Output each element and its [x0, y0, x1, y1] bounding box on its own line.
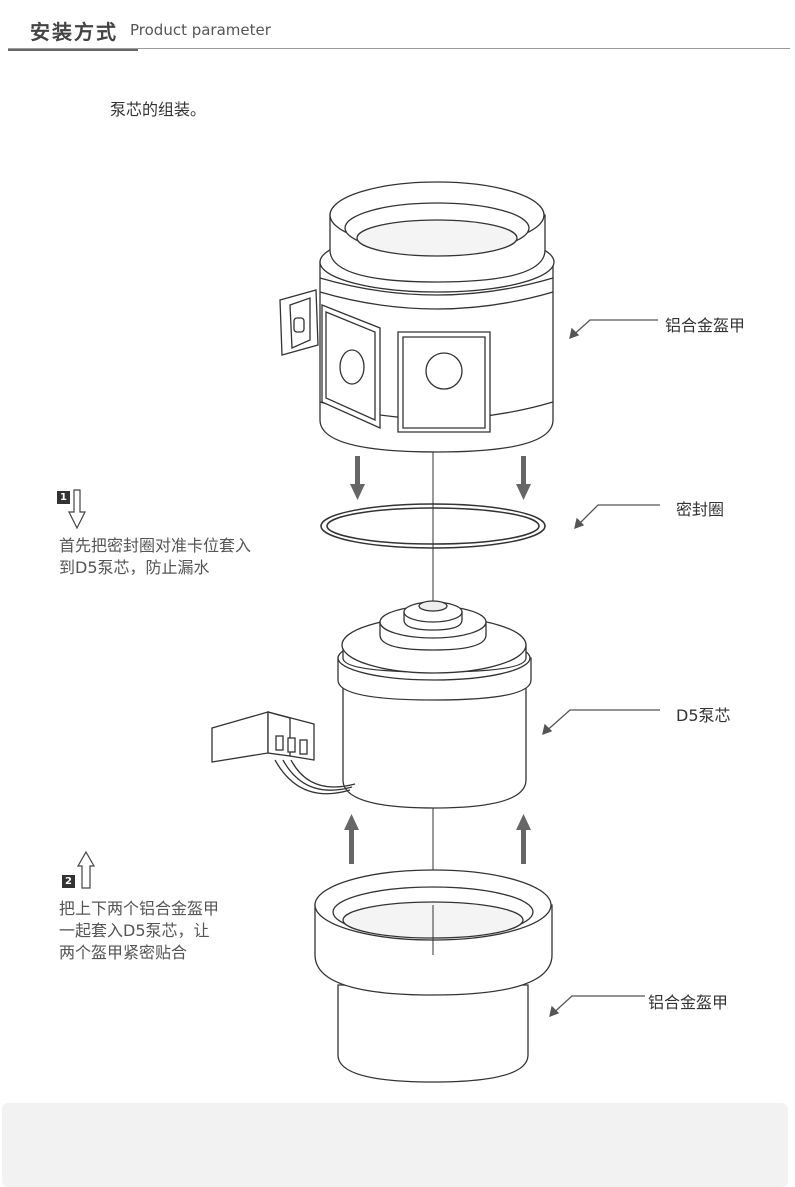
- header-divider-accent: [8, 49, 138, 51]
- step-2-badge: 2: [62, 875, 75, 888]
- step-1-text: 首先把密封圈对准卡位套入 到D5泵芯，防止漏水: [59, 535, 251, 579]
- pump-core-illustration: [211, 600, 532, 809]
- label-top-shell: 铝合金盔甲: [665, 316, 746, 335]
- step-2-line: 把上下两个铝合金盔甲: [59, 899, 220, 918]
- section-header: 安装方式 Product parameter: [0, 0, 795, 51]
- step-2-line: 两个盔甲紧密贴合: [59, 943, 188, 962]
- leader-lines: [542, 319, 660, 1018]
- header-divider: [8, 48, 790, 49]
- up-arrows: [344, 814, 531, 864]
- label-pump-core: D5泵芯: [676, 706, 731, 725]
- label-seal-ring: 密封圈: [676, 500, 725, 519]
- step-2-arrow-icon: [76, 850, 96, 889]
- footer-panel: [2, 1103, 788, 1187]
- step-1-arrow-icon: [68, 489, 86, 530]
- subtitle: 泵芯的组装。: [110, 100, 207, 119]
- step-1-badge: 1: [57, 491, 70, 504]
- step-1-line: 首先把密封圈对准卡位套入: [59, 536, 252, 555]
- seal-ring-illustration: [320, 503, 546, 549]
- label-bottom-shell: 铝合金盔甲: [648, 993, 729, 1012]
- header-title-cn: 安装方式: [30, 20, 118, 44]
- down-arrows: [350, 456, 531, 500]
- bottom-shell-illustration: [314, 869, 553, 1083]
- top-shell-illustration: [279, 181, 555, 453]
- step-2-line: 一起套入D5泵芯，让: [59, 921, 210, 940]
- header-title-en: Product parameter: [130, 21, 271, 39]
- step-2-text: 把上下两个铝合金盔甲 一起套入D5泵芯，让 两个盔甲紧密贴合: [59, 898, 219, 964]
- step-1-line: 到D5泵芯，防止漏水: [59, 558, 210, 577]
